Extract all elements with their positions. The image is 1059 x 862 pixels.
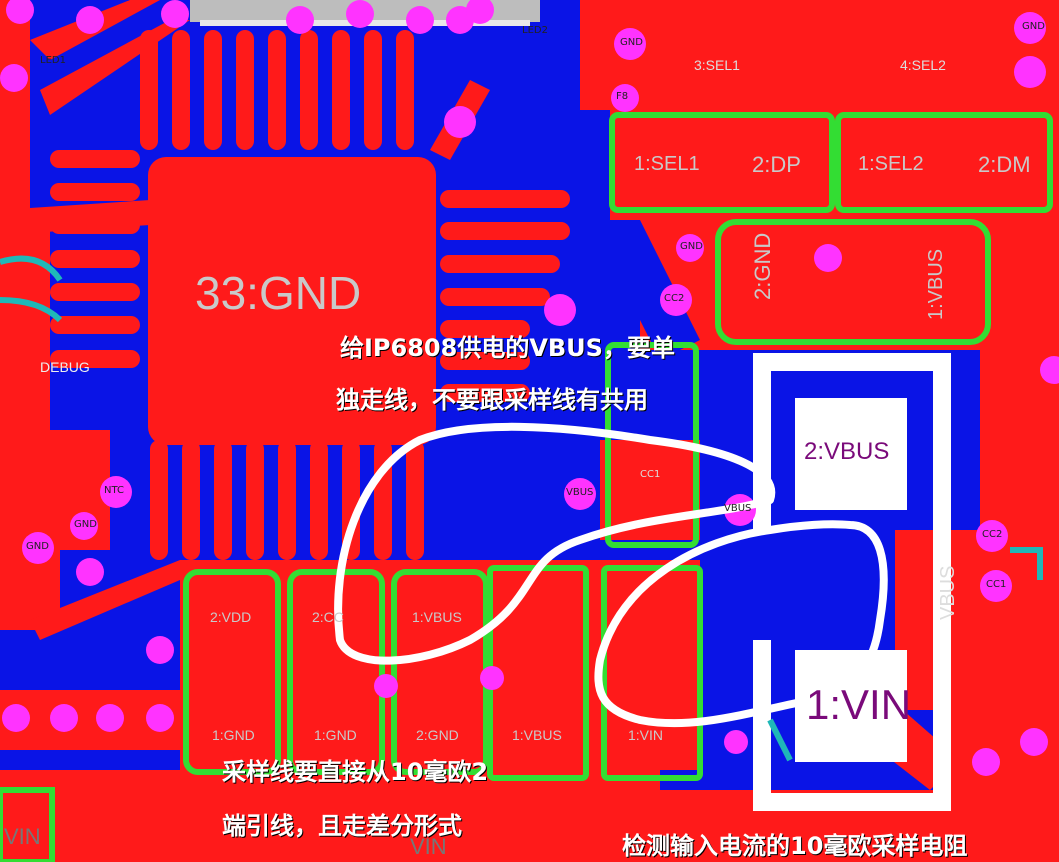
annotation-sense-line1: 采样线要直接从10毫欧2 (222, 758, 489, 786)
net-label: F8 (616, 91, 629, 102)
net-label: NTC (104, 485, 124, 496)
cap-label: 1:VBUS (412, 609, 462, 625)
sel1-pin2-label: 2:DP (752, 152, 801, 177)
cap-label: 1:VIN (628, 727, 664, 743)
sel2-pin1-label: 1:SEL2 (858, 153, 924, 175)
cap-label: 2:GND (416, 727, 459, 743)
net-label: GND (74, 519, 97, 530)
usb-gnd-pad-label: 2:GND (750, 232, 775, 300)
debug-label: DEBUG (40, 359, 90, 375)
cap-label: 2:CC (312, 609, 344, 625)
cap-label: 1:GND (314, 727, 357, 743)
net-label: CC1 (640, 469, 661, 480)
net-label: GND (620, 37, 643, 48)
annotation-vbus-line1: 给IP6808供电的VBUS，要单 (340, 334, 675, 362)
net-label: GND (26, 541, 49, 552)
net-label: CC1 (986, 579, 1007, 590)
net-label: VBUS (566, 487, 594, 498)
usb-vbus-pad-label: 1:VBUS (925, 248, 947, 320)
annotation-resistor: 检测输入电流的10毫欧采样电阻 (622, 832, 968, 860)
net-label: VIN (410, 834, 447, 859)
annotation-vbus-line2: 独走线，不要跟采样线有共用 (336, 386, 648, 414)
net-label: LED1 (40, 55, 66, 66)
net-label: VIN (4, 824, 41, 849)
cap-label: 2:VDD (210, 609, 252, 625)
net-label: GND (1022, 21, 1045, 32)
resistor-pin1-label: 1:VIN (806, 681, 912, 728)
sel2-label: 4:SEL2 (900, 57, 946, 73)
annotation-sense-line2: 端引线，且走差分形式 (222, 812, 462, 840)
net-label: CC2 (664, 293, 685, 304)
net-label: LED2 (522, 25, 548, 36)
sel1-label: 3:SEL1 (694, 57, 740, 73)
net-label: VBUS (937, 565, 959, 620)
net-label: VBUS (724, 503, 752, 514)
resistor-pin2-label: 2:VBUS (804, 438, 890, 465)
cap-label: 1:GND (212, 727, 255, 743)
net-label: CC2 (982, 529, 1003, 540)
cap-label: 1:VBUS (512, 727, 562, 743)
ic-pad-label: 33:GND (195, 267, 362, 319)
net-label: GND (680, 241, 703, 252)
sel1-pin1-label: 1:SEL1 (634, 153, 700, 175)
sel2-pin2-label: 2:DM (978, 152, 1031, 177)
